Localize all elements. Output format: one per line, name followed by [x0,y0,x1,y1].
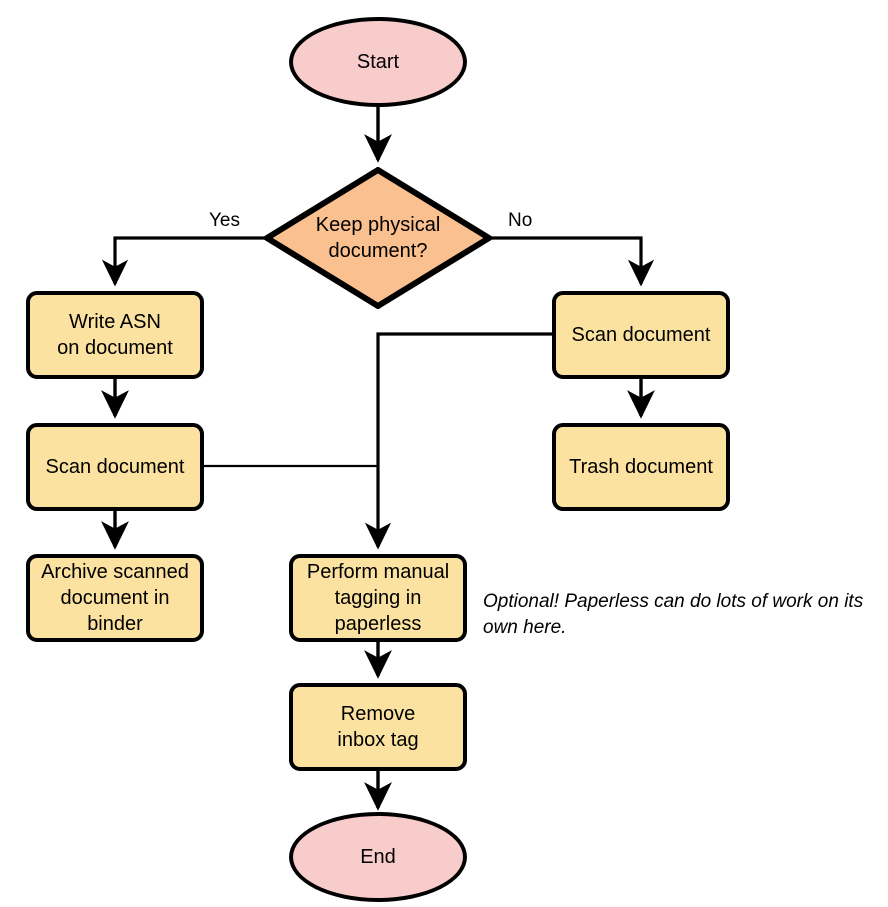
edge-label-yes: Yes [209,210,240,231]
diamond-shape [264,167,492,309]
node-archive-scanned-document-in-binder[interactable]: Archive scanned document in binder [26,554,204,642]
node-scan-document-right[interactable]: Scan document [552,291,730,379]
edge-decision-yes-to-write-asn [101,236,264,287]
edge-scan-right-to-manual-tagging [364,332,552,550]
node-trash-document[interactable]: Trash document [552,423,730,511]
node-perform-manual-tagging-in-paperless-label: Perform manual tagging in paperless [306,561,450,635]
node-write-asn-on-document[interactable]: Write ASN on document [26,291,204,379]
node-write-asn-on-document-label: Write ASN on document [57,311,173,359]
node-remove-inbox-tag[interactable]: Remove inbox tag [289,683,467,771]
node-keep-physical-document[interactable]: Keep physical document? [264,167,492,309]
annotation-optional-note: Optional! Paperless can do lots of work … [483,591,864,638]
node-scan-document-left[interactable]: Scan document [26,423,204,511]
node-end-label: End [360,846,396,868]
node-end[interactable]: End [289,812,467,902]
node-keep-physical-document-label: Keep physical document? [315,214,441,262]
node-start[interactable]: Start [289,17,467,107]
node-scan-document-right-label: Scan document [571,324,711,346]
node-scan-document-left-label: Scan document [45,456,185,478]
node-remove-inbox-tag-label: Remove inbox tag [337,703,419,751]
node-trash-document-label: Trash document [569,456,713,478]
edge-label-no: No [508,210,533,231]
node-archive-scanned-document-in-binder-label: Archive scanned document in binder [41,561,189,635]
node-start-label: Start [356,51,400,73]
node-perform-manual-tagging-in-paperless[interactable]: Perform manual tagging in paperless [289,554,467,642]
edge-decision-no-to-scan-right [492,236,655,287]
